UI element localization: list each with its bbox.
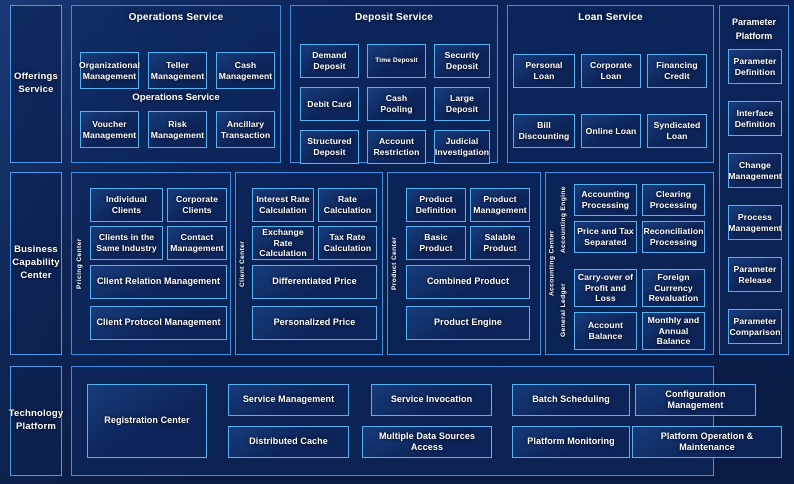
leaf-distributed-cache[interactable]: Distributed Cache — [228, 426, 349, 458]
leaf-syndicated-loan[interactable]: Syndicated Loan — [647, 114, 707, 148]
vertical-label-pricing-center: Pricing Center — [76, 238, 83, 289]
vertical-label-general-ledger: General Ledger — [560, 283, 567, 337]
leaf-foreign-currency-revaluation[interactable]: Foreign Currency Revaluation — [642, 269, 705, 307]
param-item-process-management[interactable]: Process Management — [728, 205, 782, 240]
leaf-service-invocation[interactable]: Service Invocation — [371, 384, 492, 416]
leaf-voucher-management[interactable]: Voucher Management — [80, 111, 139, 148]
leaf-monthly-and-annual-balance[interactable]: Monthly and Annual Balance — [642, 312, 705, 350]
leaf-debit-card[interactable]: Debit Card — [300, 87, 359, 121]
leaf-structured-deposit[interactable]: Structured Deposit — [300, 130, 359, 164]
leaf-product-management[interactable]: Product Management — [470, 188, 530, 222]
parameter-platform-title-line2: Platform — [735, 31, 773, 42]
vertical-label-client-center: Client Center — [239, 240, 246, 287]
vertical-label-product-center: Product Center — [391, 236, 398, 291]
leaf-differentiated-price[interactable]: Differentiated Price — [252, 265, 377, 299]
leaf-rate-calculation[interactable]: Rate Calculation — [318, 188, 377, 222]
leaf-product-engine[interactable]: Product Engine — [406, 306, 530, 340]
leaf-time-deposit[interactable]: Time Deposit — [367, 44, 426, 78]
leaf-personal-loan[interactable]: Personal Loan — [513, 54, 575, 88]
leaf-platform-operation-and-maintenance[interactable]: Platform Operation & Maintenance — [632, 426, 782, 458]
leaf-salable-product[interactable]: Salable Product — [470, 226, 530, 260]
group-operations-service: Operations Service Organizational Manage… — [71, 5, 281, 163]
leaf-batch-scheduling[interactable]: Batch Scheduling — [512, 384, 630, 416]
group-deposit-service: Deposit Service Demand Deposit Time Depo… — [290, 5, 498, 164]
group-title-operations-service: Operations Service — [128, 12, 224, 23]
leaf-cash-pooling[interactable]: Cash Pooling — [367, 87, 426, 121]
group-accounting-center: Accounting Center Accounting Engine Acco… — [545, 172, 714, 355]
parameter-platform-title-line1: Parameter — [731, 17, 777, 27]
leaf-individual-clients[interactable]: Individual Clients — [90, 188, 163, 222]
leaf-interest-rate-calculation[interactable]: Interest Rate Calculation — [252, 188, 314, 222]
leaf-accounting-processing[interactable]: Accounting Processing — [574, 184, 637, 216]
group-title-deposit-service: Deposit Service — [354, 12, 434, 23]
param-item-parameter-definition[interactable]: Parameter Definition — [728, 49, 782, 84]
leaf-risk-management[interactable]: Risk Management — [148, 111, 207, 148]
param-item-change-management[interactable]: Change Management — [728, 153, 782, 188]
group-title-loan-service: Loan Service — [578, 12, 643, 23]
leaf-registration-center[interactable]: Registration Center — [87, 384, 207, 458]
subgroup-accounting-engine: Accounting Engine Accounting Processing … — [558, 177, 713, 263]
leaf-exchange-rate-calculation[interactable]: Exchange Rate Calculation — [252, 226, 314, 260]
leaf-platform-monitoring[interactable]: Platform Monitoring — [512, 426, 630, 458]
parameter-platform-title: Parameter Platform — [720, 15, 788, 44]
group-loan-service: Loan Service Personal Loan Corporate Loa… — [507, 5, 714, 163]
leaf-contact-management[interactable]: Contact Management — [167, 226, 227, 260]
param-item-parameter-comparison[interactable]: Parameter Comparison — [728, 309, 782, 344]
leaf-account-balance[interactable]: Account Balance — [574, 312, 637, 350]
leaf-account-restriction[interactable]: Account Restriction — [367, 130, 426, 164]
leaf-combined-product[interactable]: Combined Product — [406, 265, 530, 299]
leaf-large-deposit[interactable]: Large Deposit — [434, 87, 490, 121]
sidebar-item-business-capability-center[interactable]: Business Capability Center — [10, 172, 62, 355]
leaf-price-and-tax-separated[interactable]: Price and Tax Separated — [574, 221, 637, 253]
param-item-parameter-release[interactable]: Parameter Release — [728, 257, 782, 292]
param-item-interface-definition[interactable]: Interface Definition — [728, 101, 782, 136]
leaf-client-relation-management[interactable]: Client Relation Management — [90, 265, 227, 299]
group-product-center: Product Center Product Definition Produc… — [387, 172, 541, 355]
leaf-personalized-price[interactable]: Personalized Price — [252, 306, 377, 340]
leaf-judicial-investigation[interactable]: Judicial Investigation — [434, 130, 490, 164]
vertical-label-accounting-center: Accounting Center — [548, 230, 556, 297]
leaf-service-management[interactable]: Service Management — [228, 384, 349, 416]
group-pricing-center: Pricing Center Individual Clients Corpor… — [71, 172, 231, 355]
leaf-financing-credit[interactable]: Financing Credit — [647, 54, 707, 88]
leaf-reconciliation-processing[interactable]: Reconciliation Processing — [642, 221, 705, 253]
leaf-tax-rate-calculation[interactable]: Tax Rate Calculation — [318, 226, 377, 260]
leaf-teller-management[interactable]: Teller Management — [148, 52, 207, 89]
leaf-bill-discounting[interactable]: Bill Discounting — [513, 114, 575, 148]
leaf-multiple-data-sources-access[interactable]: Multiple Data Sources Access — [362, 426, 492, 458]
leaf-cash-management[interactable]: Cash Management — [216, 52, 275, 89]
leaf-organizational-management[interactable]: Organizational Management — [79, 52, 140, 89]
parameter-platform-column: Parameter Platform Parameter Definition … — [719, 5, 789, 355]
leaf-carry-over-of-profit-and-loss[interactable]: Carry-over of Profit and Loss — [574, 269, 637, 307]
leaf-ancillary-transaction[interactable]: Ancillary Transaction — [216, 111, 275, 148]
leaf-clients-in-the-same-industry[interactable]: Clients in the Same Industry — [90, 226, 163, 260]
leaf-basic-product[interactable]: Basic Product — [406, 226, 466, 260]
leaf-online-loan[interactable]: Online Loan — [581, 114, 641, 148]
leaf-configuration-management[interactable]: Configuration Management — [635, 384, 756, 416]
leaf-product-definition[interactable]: Product Definition — [406, 188, 466, 222]
sidebar-item-technology-platform[interactable]: Technology Platform — [9, 366, 63, 476]
group-technology-platform-services: Registration Center Service Management S… — [71, 366, 782, 476]
vertical-label-accounting-engine: Accounting Engine — [560, 186, 567, 254]
group-client-center: Client Center Interest Rate Calculation … — [235, 172, 383, 355]
leaf-security-deposit[interactable]: Security Deposit — [434, 44, 490, 78]
group-title-operations-service-overlay: Operations Service — [132, 92, 220, 103]
leaf-corporate-loan[interactable]: Corporate Loan — [581, 54, 641, 88]
leaf-corporate-clients[interactable]: Corporate Clients — [167, 188, 227, 222]
leaf-demand-deposit[interactable]: Demand Deposit — [300, 44, 359, 78]
leaf-client-protocol-management[interactable]: Client Protocol Management — [90, 306, 227, 340]
sidebar-item-offerings-service[interactable]: Offerings Service — [10, 5, 62, 163]
leaf-clearing-processing[interactable]: Clearing Processing — [642, 184, 705, 216]
subgroup-general-ledger: General Ledger Carry-over of Profit and … — [558, 267, 713, 353]
